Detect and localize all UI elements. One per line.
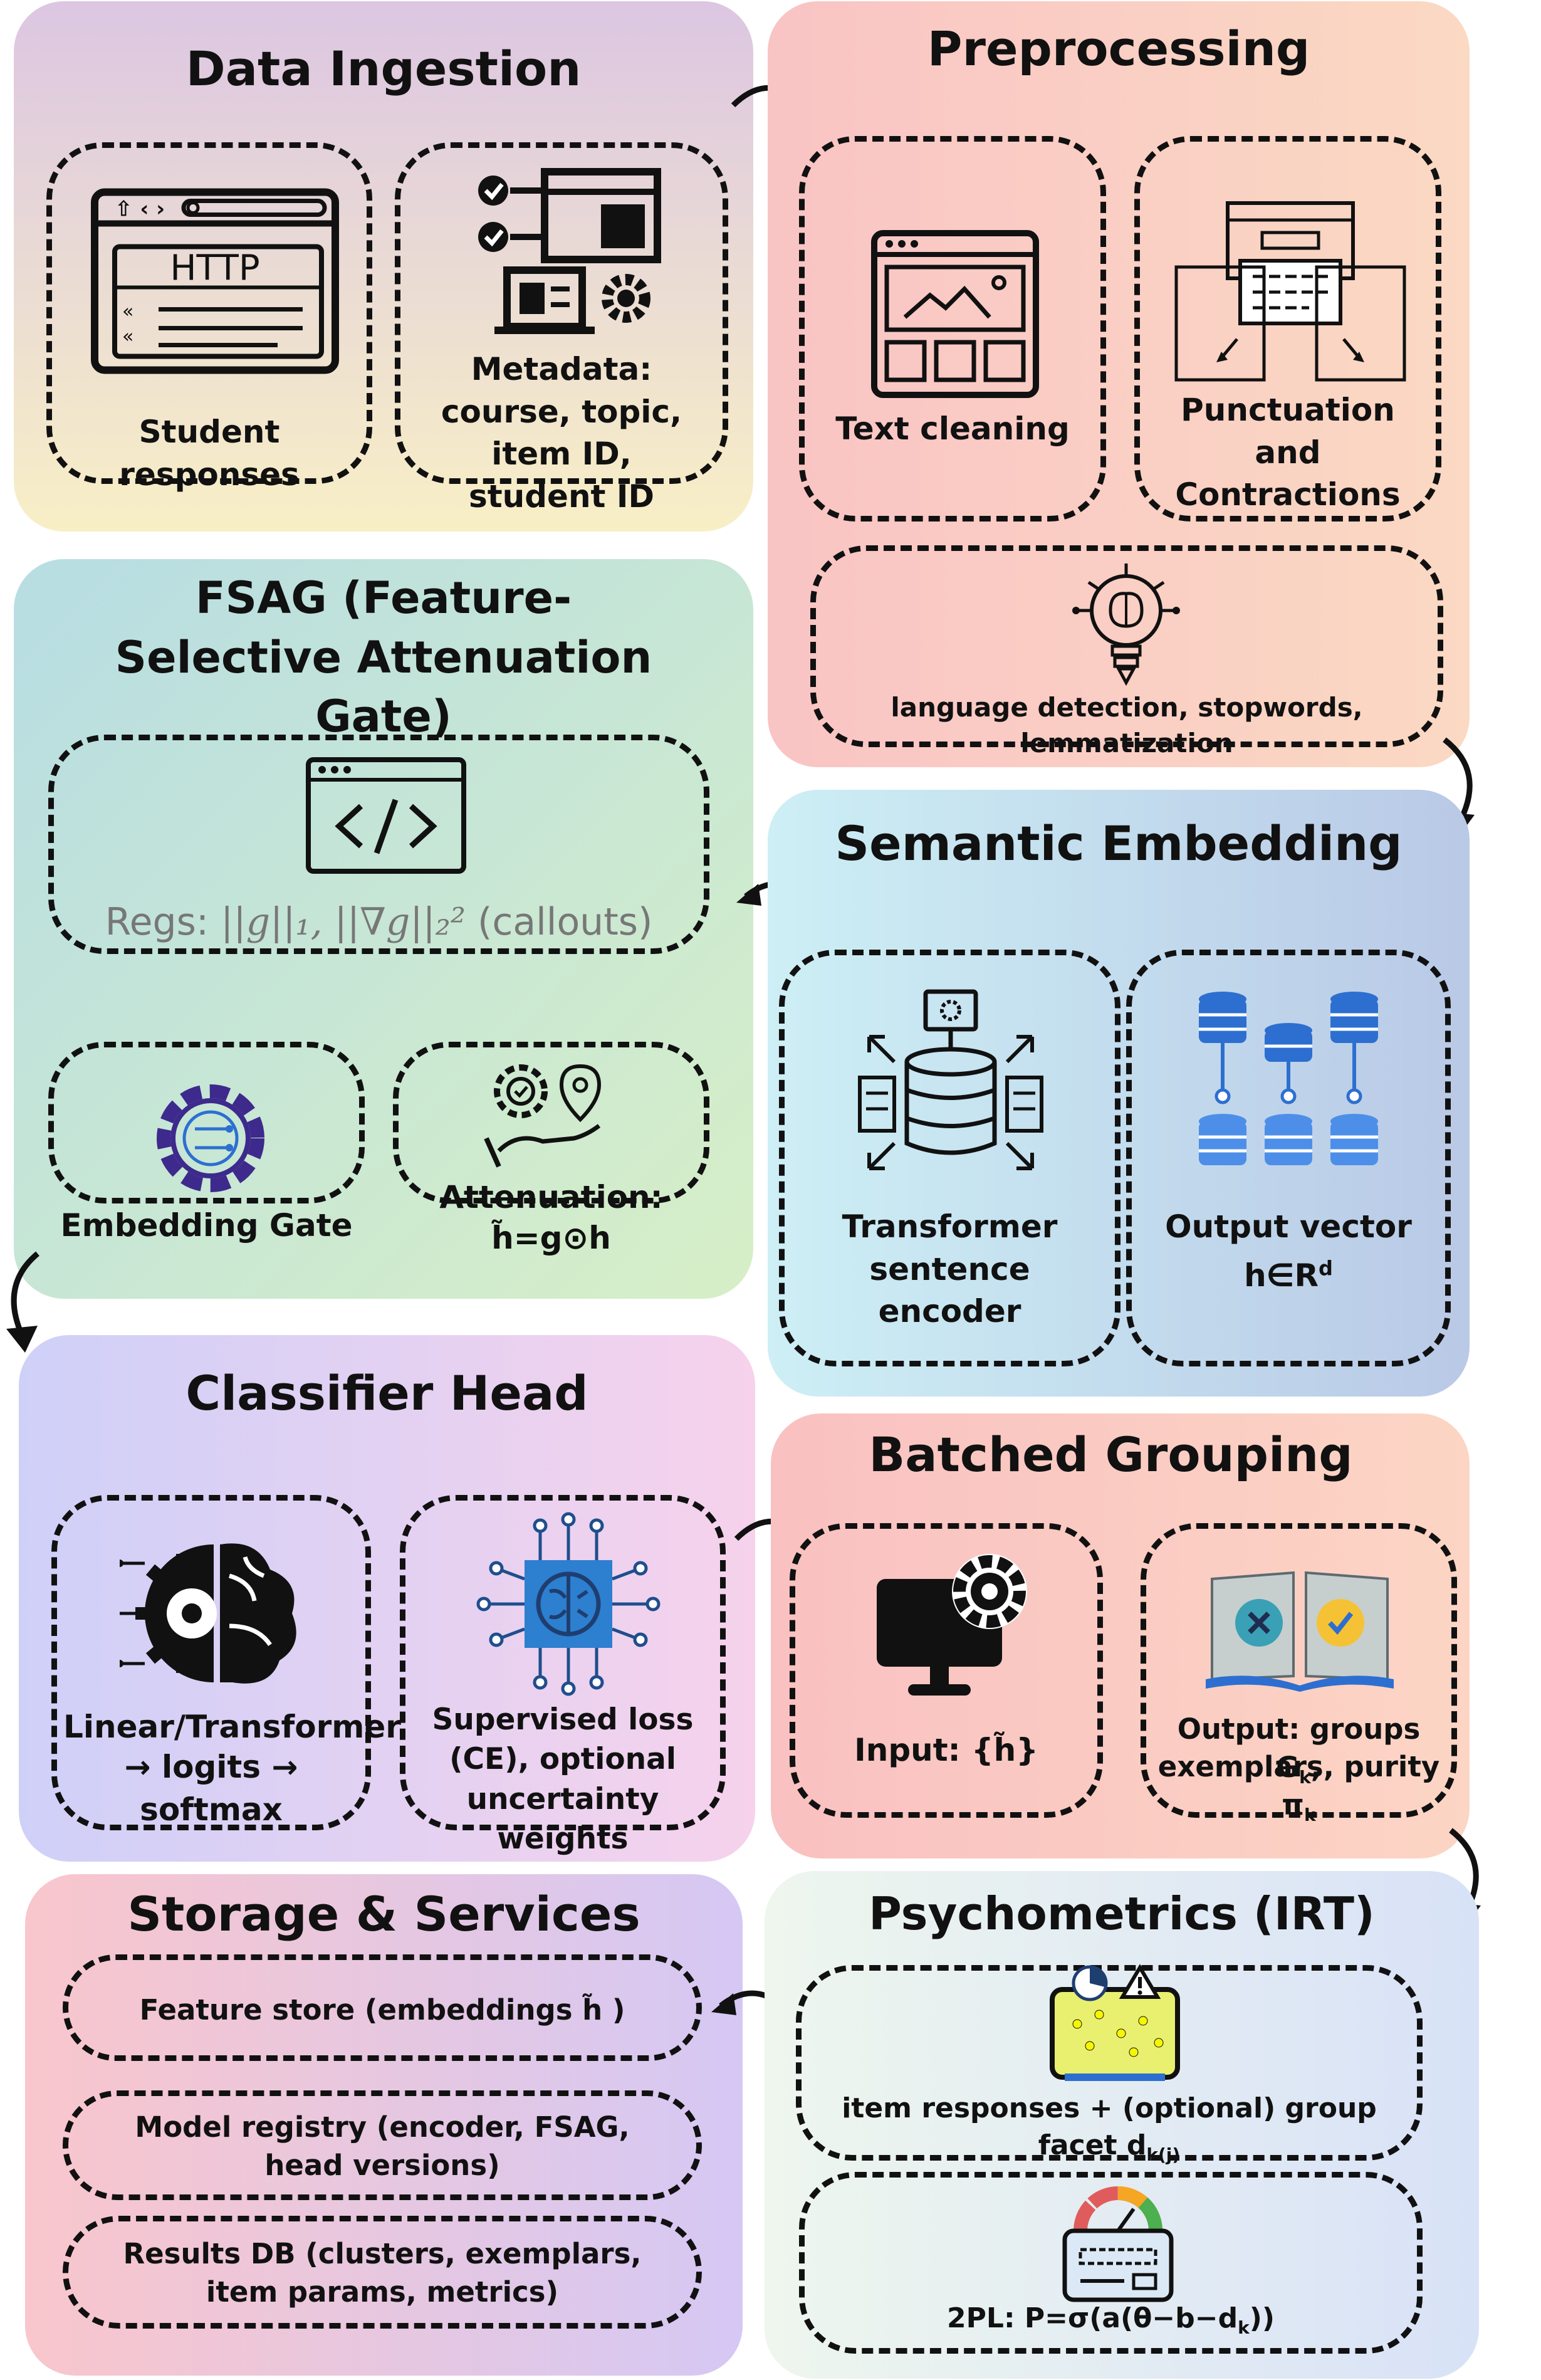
purity-prefix: exemplars, purity π [1157, 1750, 1440, 1822]
feature-store-box: Feature store (embeddings h̃ ) [63, 1954, 702, 2061]
panel-fsag: FSAG (Feature-Selective Attenuation Gate… [14, 559, 753, 1299]
item-responses-prefix: item responses + (optional) group facet … [842, 2092, 1377, 2162]
panel-semantic-embedding: Semantic Embedding Transformer sentence … [768, 790, 1470, 1397]
attenuation-label-line1: Attenuation: [439, 1179, 663, 1215]
supervised-loss-box: Supervised loss (CE), optional uncertain… [400, 1495, 726, 1856]
results-db-label: Results DB (clusters, exemplars, item pa… [123, 2237, 642, 2309]
grouping-input-label: Input: {h̃} [854, 1732, 1038, 1768]
output-vector-box: Output vector h∈Rd [1126, 950, 1451, 1366]
svg-text:«: « [122, 326, 133, 348]
punctuation-label: Punctuation and Contractions [1175, 392, 1401, 513]
panel-data-ingestion: Data Ingestion ⇧ ‹ › HTTP « « Student re… [14, 1, 753, 532]
two-pl-sub: k [1238, 2317, 1250, 2338]
transformer-encoder-label: Transformer sentence encoder [842, 1208, 1058, 1329]
attenuation-label-line2: h̃=g⊙h [491, 1220, 611, 1256]
two-pl-prefix: 2PL: P=σ(a(θ−b−d [947, 2302, 1238, 2334]
grouping-input-box: Input: {h̃} [790, 1523, 1103, 1818]
regs-math: ||g||₁, ||∇g||₂² [221, 900, 466, 944]
panel-psychometrics-irt: Psychometrics (IRT) item responses + (op… [765, 1871, 1479, 2379]
purity-sub: k [1303, 1804, 1316, 1825]
checklist-dashboard-icon [478, 168, 661, 334]
two-pl-box: 2PL: P=σ(a(θ−b−dk)) [799, 2172, 1423, 2354]
brain-bulb-icon [1072, 564, 1180, 686]
attenuation-box [393, 1042, 709, 1203]
linear-transformer-box: Linear/Transformer → logits → softmax [51, 1495, 401, 1830]
regs-prefix: Regs: [105, 900, 221, 944]
grouping-output-label-line2: exemplars, purity πk [1152, 1748, 1445, 1827]
split-document-icon [1174, 201, 1406, 382]
grouping-output-label-line1: Output: groups Gk, [1177, 1712, 1421, 1788]
regularizers-box: Regs: ||g||₁, ||∇g||₂² (callouts) [48, 735, 709, 954]
punctuation-box: Punctuation and Contractions [1134, 136, 1441, 522]
supervised-loss-label: Supervised loss (CE), optional uncertain… [432, 1702, 694, 1857]
panel-title: Preprocessing [927, 21, 1310, 76]
item-responses-sub: k(j) [1146, 2144, 1181, 2166]
embedding-gate-box [48, 1042, 365, 1203]
panel-storage-services: Storage & Services Feature store (embedd… [25, 1874, 743, 2376]
groups-prefix: Output: groups G [1177, 1712, 1421, 1784]
metadata-label: Metadata: course, topic, item ID, studen… [441, 351, 682, 515]
model-registry-box: Model registry (encoder, FSAG, head vers… [63, 2090, 702, 2200]
embedding-gate-label: Embedding Gate [60, 1207, 353, 1244]
monitor-gear-icon [877, 1554, 1027, 1696]
panel-classifier-head: Classifier Head Linear/Transformer → log… [19, 1335, 755, 1862]
gear-hand-location-icon [484, 1064, 602, 1168]
metadata-box: Metadata: course, topic, item ID, studen… [395, 142, 728, 515]
dashboard-warning-icon [1050, 1964, 1180, 2081]
database-cluster-icon [1199, 992, 1378, 1165]
panel-title: Psychometrics (IRT) [869, 1887, 1375, 1940]
arrow-fsag-to-classifier [6, 1251, 39, 1353]
database-network-icon [858, 989, 1043, 1170]
svg-text:⇧ ‹ ›: ⇧ ‹ › [115, 197, 165, 222]
two-pl-label: 2PL: P=σ(a(θ−b−dk)) [811, 2300, 1411, 2340]
panel-title: Semantic Embedding [835, 815, 1403, 871]
grouping-output-box: Output: groups Gk, exemplars, purity πk [1141, 1523, 1457, 1825]
linear-transformer-label-line2: → logits → softmax [124, 1749, 298, 1828]
language-detection-label: language detection, stopwords, lemmatiza… [891, 692, 1363, 758]
results-db-box: Results DB (clusters, exemplars, item pa… [63, 2216, 702, 2329]
gear-circuit-icon [157, 1084, 264, 1192]
http-label: HTTP [170, 248, 259, 289]
model-registry-label: Model registry (encoder, FSAG, head vers… [135, 2110, 630, 2182]
svg-text:«: « [122, 301, 133, 323]
regs-suffix: (callouts) [465, 900, 653, 944]
feature-store-label: Feature store (embeddings h̃ ) [139, 1993, 625, 2026]
panel-title: Data Ingestion [185, 41, 582, 97]
transformer-encoder-box: Transformer sentence encoder [779, 950, 1120, 1366]
output-vector-sup: d [1319, 1256, 1333, 1281]
ai-chip-brain-icon [476, 1512, 661, 1696]
output-vector-math: h∈R [1244, 1257, 1319, 1294]
text-cleaning-box: Text cleaning [799, 136, 1106, 522]
gear-brain-icon [120, 1543, 296, 1684]
item-responses-box: item responses + (optional) group facet … [796, 1964, 1423, 2165]
gauge-card-icon [1062, 2186, 1174, 2302]
web-layout-icon [871, 230, 1039, 398]
panel-title: Storage & Services [127, 1886, 640, 1942]
language-detection-box: language detection, stopwords, lemmatiza… [810, 545, 1443, 758]
student-responses-box: ⇧ ‹ › HTTP « « Student responses [46, 142, 372, 493]
open-book-quiz-icon [1206, 1571, 1394, 1692]
panel-batched-grouping: Batched Grouping Input: {h̃} Output: gro… [771, 1413, 1470, 1858]
panel-title: FSAG (Feature-Selective Attenuation Gate… [115, 572, 652, 742]
panel-preprocessing: Preprocessing Text cleaning [768, 1, 1470, 767]
item-responses-label: item responses + (optional) group facet … [808, 2090, 1411, 2167]
browser-http-icon: ⇧ ‹ › HTTP « « [91, 188, 339, 374]
regularizers-label: Regs: ||g||₁, ||∇g||₂² (callouts) [60, 897, 697, 948]
student-responses-label: Student responses [119, 414, 300, 493]
text-cleaning-label: Text cleaning [835, 411, 1070, 447]
panel-title: Batched Grouping [869, 1427, 1353, 1482]
linear-transformer-label-line1: Linear/Transformer [63, 1709, 401, 1745]
code-window-icon [306, 757, 466, 874]
output-vector-label-line1: Output vector [1165, 1208, 1412, 1245]
groups-sub: k [1299, 1766, 1311, 1788]
two-pl-suffix: )) [1249, 2302, 1275, 2334]
panel-title: Classifier Head [185, 1365, 588, 1421]
output-vector-label-line2: h∈Rd [1138, 1255, 1439, 1297]
